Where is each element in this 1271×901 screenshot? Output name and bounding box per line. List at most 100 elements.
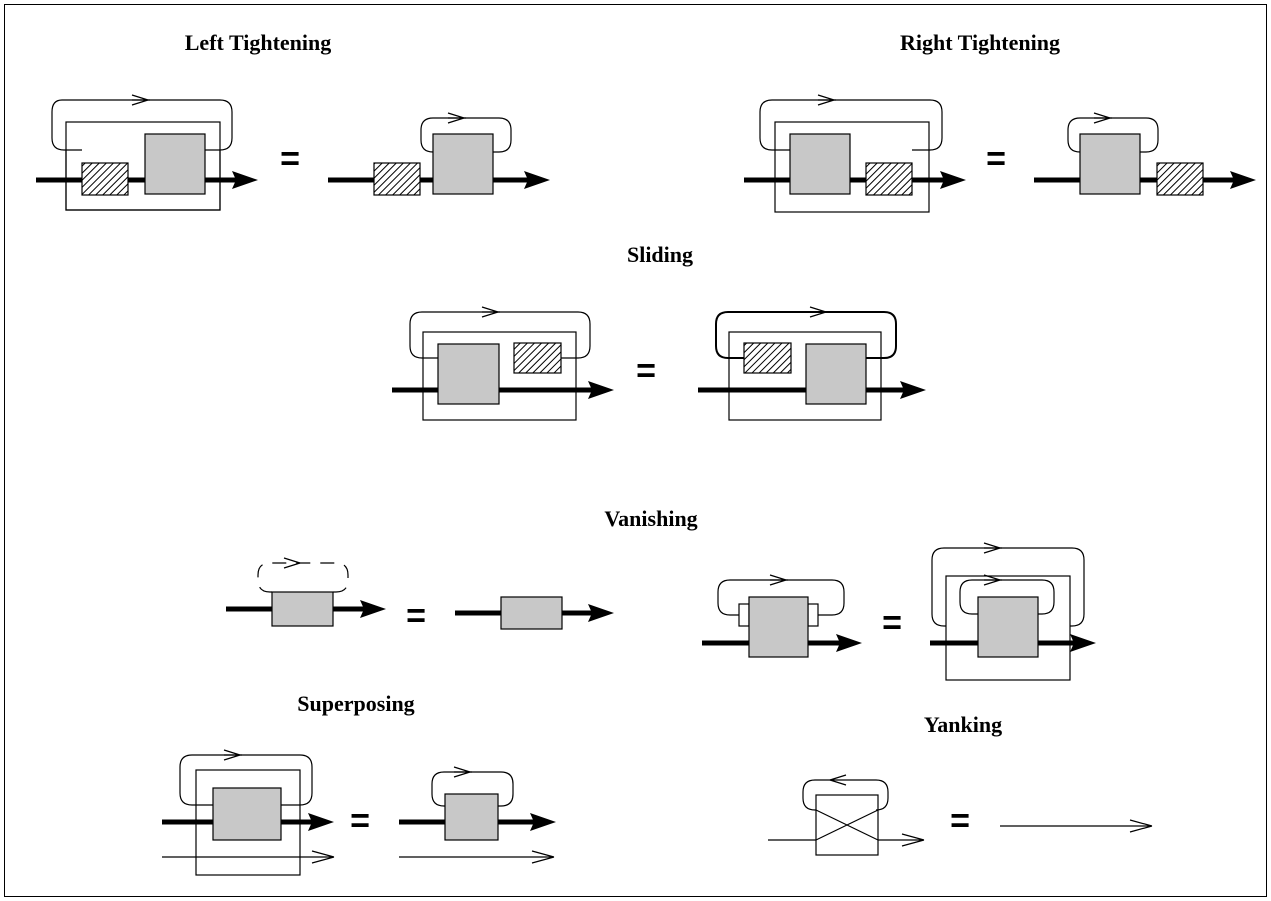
output-arrow-icon: [901, 833, 925, 847]
gray-box: [789, 133, 851, 195]
sliding-title: Sliding: [627, 242, 693, 267]
feedback-arrow-icon: [447, 112, 466, 124]
equals-sign: =: [950, 802, 970, 840]
outer-trace-box: [774, 121, 930, 213]
feedback-arrow-icon: [829, 774, 847, 786]
swap-cross-2: [815, 809, 879, 841]
output-arrow-icon: [1070, 634, 1096, 652]
sliding-section: Sliding =: [392, 242, 926, 421]
feedback-wire: [802, 779, 889, 811]
dashed-feedback-wire: [257, 562, 349, 593]
superposing-title: Superposing: [297, 691, 414, 716]
feedback-arrow-icon: [809, 306, 828, 318]
feedback-wire: [759, 99, 943, 151]
yanking-lhs: [768, 774, 925, 856]
output-arrow-icon: [940, 171, 966, 189]
feedback-wire: [715, 311, 897, 359]
output-arrow-icon: [308, 813, 334, 831]
feedback-wire: [409, 311, 591, 359]
hatched-box: [513, 342, 562, 374]
vanishing-section: Vanishing = =: [226, 506, 1096, 681]
output-arrow-icon: [1230, 171, 1256, 189]
sliding-lhs: [392, 306, 614, 421]
feedback-arrow-icon: [769, 574, 788, 586]
outer-feedback-wire: [931, 547, 1085, 627]
vanishing-lhs-2: [702, 574, 862, 658]
output-arrow-icon: [836, 634, 862, 652]
feedback-arrow-icon: [481, 306, 500, 318]
inner-feedback-arrow-icon: [983, 574, 1002, 586]
feedback-wire: [1067, 117, 1159, 153]
right-tightening-section: Right Tightening =: [744, 30, 1256, 213]
yanking-rhs: [1000, 819, 1153, 833]
gray-box: [437, 343, 500, 405]
gray-box: [805, 343, 867, 405]
equals-sign: =: [636, 352, 656, 390]
equals-sign: =: [986, 140, 1006, 178]
hatched-box: [373, 162, 421, 196]
right-tightening-rhs: [1034, 112, 1256, 196]
feedback-arrow-icon: [131, 94, 150, 106]
feedback-wire: [420, 117, 512, 153]
left-tightening-section: Left Tightening =: [36, 30, 550, 211]
outer-feedback-arrow-icon: [983, 542, 1002, 554]
feedback-arrow-icon: [817, 94, 836, 106]
vanishing-rhs-1: [455, 596, 614, 630]
superposing-section: Superposing =: [162, 691, 556, 876]
feedback-wire: [431, 771, 514, 807]
equals-sign: =: [882, 604, 902, 642]
output-arrow-icon: [524, 171, 550, 189]
gray-box: [444, 793, 499, 841]
side-port-left: [738, 603, 750, 627]
gray-box: [144, 133, 206, 195]
outer-trace-box: [422, 331, 577, 421]
output-arrow-icon: [360, 600, 386, 618]
equals-sign: =: [350, 802, 370, 840]
equals-sign: =: [406, 597, 426, 635]
second-wire-arrow-icon: [531, 850, 555, 864]
output-arrow-icon: [232, 171, 258, 189]
feedback-arrow-icon: [453, 766, 472, 778]
feedback-arrow-icon: [223, 749, 242, 761]
outer-border: [4, 4, 1267, 897]
swap-box: [815, 794, 879, 856]
gray-box: [432, 133, 494, 195]
gray-box: [977, 596, 1039, 658]
left-tightening-title: Left Tightening: [185, 30, 332, 55]
equals-sign: =: [280, 140, 300, 178]
feedback-wire: [179, 754, 313, 806]
yanking-title: Yanking: [924, 712, 1002, 737]
sliding-rhs: [698, 306, 926, 421]
feedback-arrow-icon: [283, 557, 301, 569]
right-tightening-lhs: [744, 94, 966, 213]
gray-box: [271, 591, 334, 627]
hatched-box: [743, 342, 792, 374]
output-arrow-icon: [900, 381, 926, 399]
output-arrow-icon: [530, 813, 556, 831]
identity-arrow-icon: [1129, 819, 1153, 833]
outer-trace-box: [945, 575, 1071, 681]
vanishing-rhs-2: [930, 542, 1096, 681]
hatched-box: [1156, 162, 1204, 196]
side-port-right: [807, 603, 819, 627]
hatched-box: [865, 162, 913, 196]
output-arrow-icon: [588, 381, 614, 399]
feedback-arrow-icon: [1093, 112, 1112, 124]
left-tightening-lhs: [36, 94, 258, 211]
gray-box: [1079, 133, 1141, 195]
output-arrow-icon: [588, 604, 614, 622]
gray-box: [748, 596, 809, 658]
inner-feedback-wire: [959, 579, 1055, 615]
gray-box: [500, 596, 563, 630]
hatched-box: [81, 162, 129, 196]
gray-box: [212, 787, 282, 841]
outer-trace-box: [65, 121, 221, 211]
second-wire-arrow-icon: [311, 850, 335, 864]
left-tightening-rhs: [328, 112, 550, 196]
superposing-lhs: [162, 749, 335, 876]
outer-trace-box: [728, 331, 882, 421]
yanking-section: Yanking =: [768, 712, 1153, 856]
superposing-rhs: [399, 766, 556, 864]
vanishing-title: Vanishing: [604, 506, 697, 531]
